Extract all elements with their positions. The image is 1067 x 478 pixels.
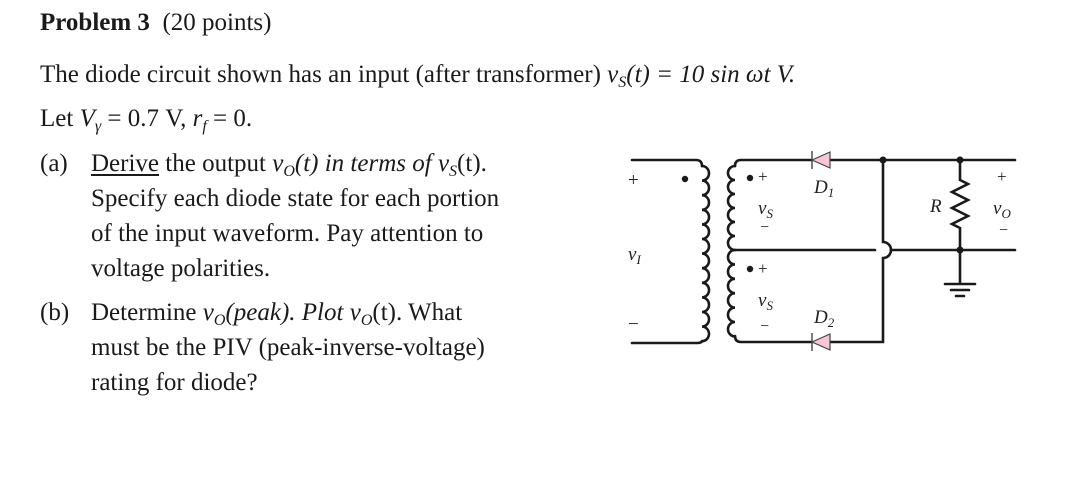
polarity-dot-secondary-bottom	[746, 265, 754, 273]
ground-icon	[943, 282, 977, 298]
vs-bottom-plus: +	[758, 259, 768, 278]
d1-label: D1	[813, 177, 834, 200]
vs-top-minus: −	[760, 219, 769, 236]
part-b-line-2: must be the PIV (peak-inverse-voltage)	[91, 334, 485, 361]
problem-number: Problem 3	[40, 9, 150, 36]
primary-winding	[630, 158, 711, 345]
part-b-label: (b)	[40, 299, 70, 326]
part-a-line-2: Specify each diode state for each portio…	[91, 185, 500, 212]
vs-bottom-label: vS	[758, 290, 773, 313]
polarity-dot-secondary-top	[746, 174, 754, 182]
diode-D2	[810, 333, 831, 351]
part-a: (a) Derive the output vO(t) in terms of …	[40, 146, 499, 286]
problem-title: Problem 3 (20 points)	[40, 9, 271, 37]
output-plus: +	[997, 167, 1007, 186]
output-label: vO	[993, 198, 1011, 221]
problem-points: (20 points)	[162, 9, 272, 36]
part-a-label: (a)	[40, 150, 68, 177]
vs-top-plus: +	[758, 167, 768, 186]
statement-line-2: Let Vγ = 0.7 V, rf = 0.	[40, 105, 253, 135]
part-b-line-3: rating for diode?	[91, 369, 258, 396]
resistor-R	[949, 158, 971, 252]
diode-D1	[810, 151, 831, 169]
part-a-line-1: Derive the output vO(t) in terms of vS(t…	[91, 150, 487, 180]
secondary-winding	[726, 158, 877, 344]
node-dot	[956, 156, 964, 164]
part-b: (b) Determine vO(peak). Plot vO(t). What…	[40, 295, 485, 400]
statement-line-1: The diode circuit shown has an input (af…	[40, 61, 796, 91]
primary-minus: −	[628, 314, 639, 335]
vs-bottom-minus: −	[760, 318, 769, 335]
input-label: vI	[628, 244, 641, 267]
equation-vs: (t) = 10 sin ωt V.	[626, 61, 796, 88]
part-a-line-3: of the input waveform. Pay attention to	[91, 220, 484, 247]
resistor-label: R	[929, 196, 942, 217]
d2-label: D2	[813, 307, 835, 330]
output-minus: −	[999, 222, 1008, 239]
polarity-dot-primary	[681, 175, 689, 183]
part-a-line-4: voltage polarities.	[91, 255, 271, 282]
node-dot	[956, 246, 964, 254]
primary-plus: +	[628, 170, 639, 191]
part-b-line-1: Determine vO(peak). Plot vO(t). What	[91, 299, 463, 329]
vs-top-label: vS	[758, 198, 773, 221]
node-dot	[879, 156, 887, 164]
